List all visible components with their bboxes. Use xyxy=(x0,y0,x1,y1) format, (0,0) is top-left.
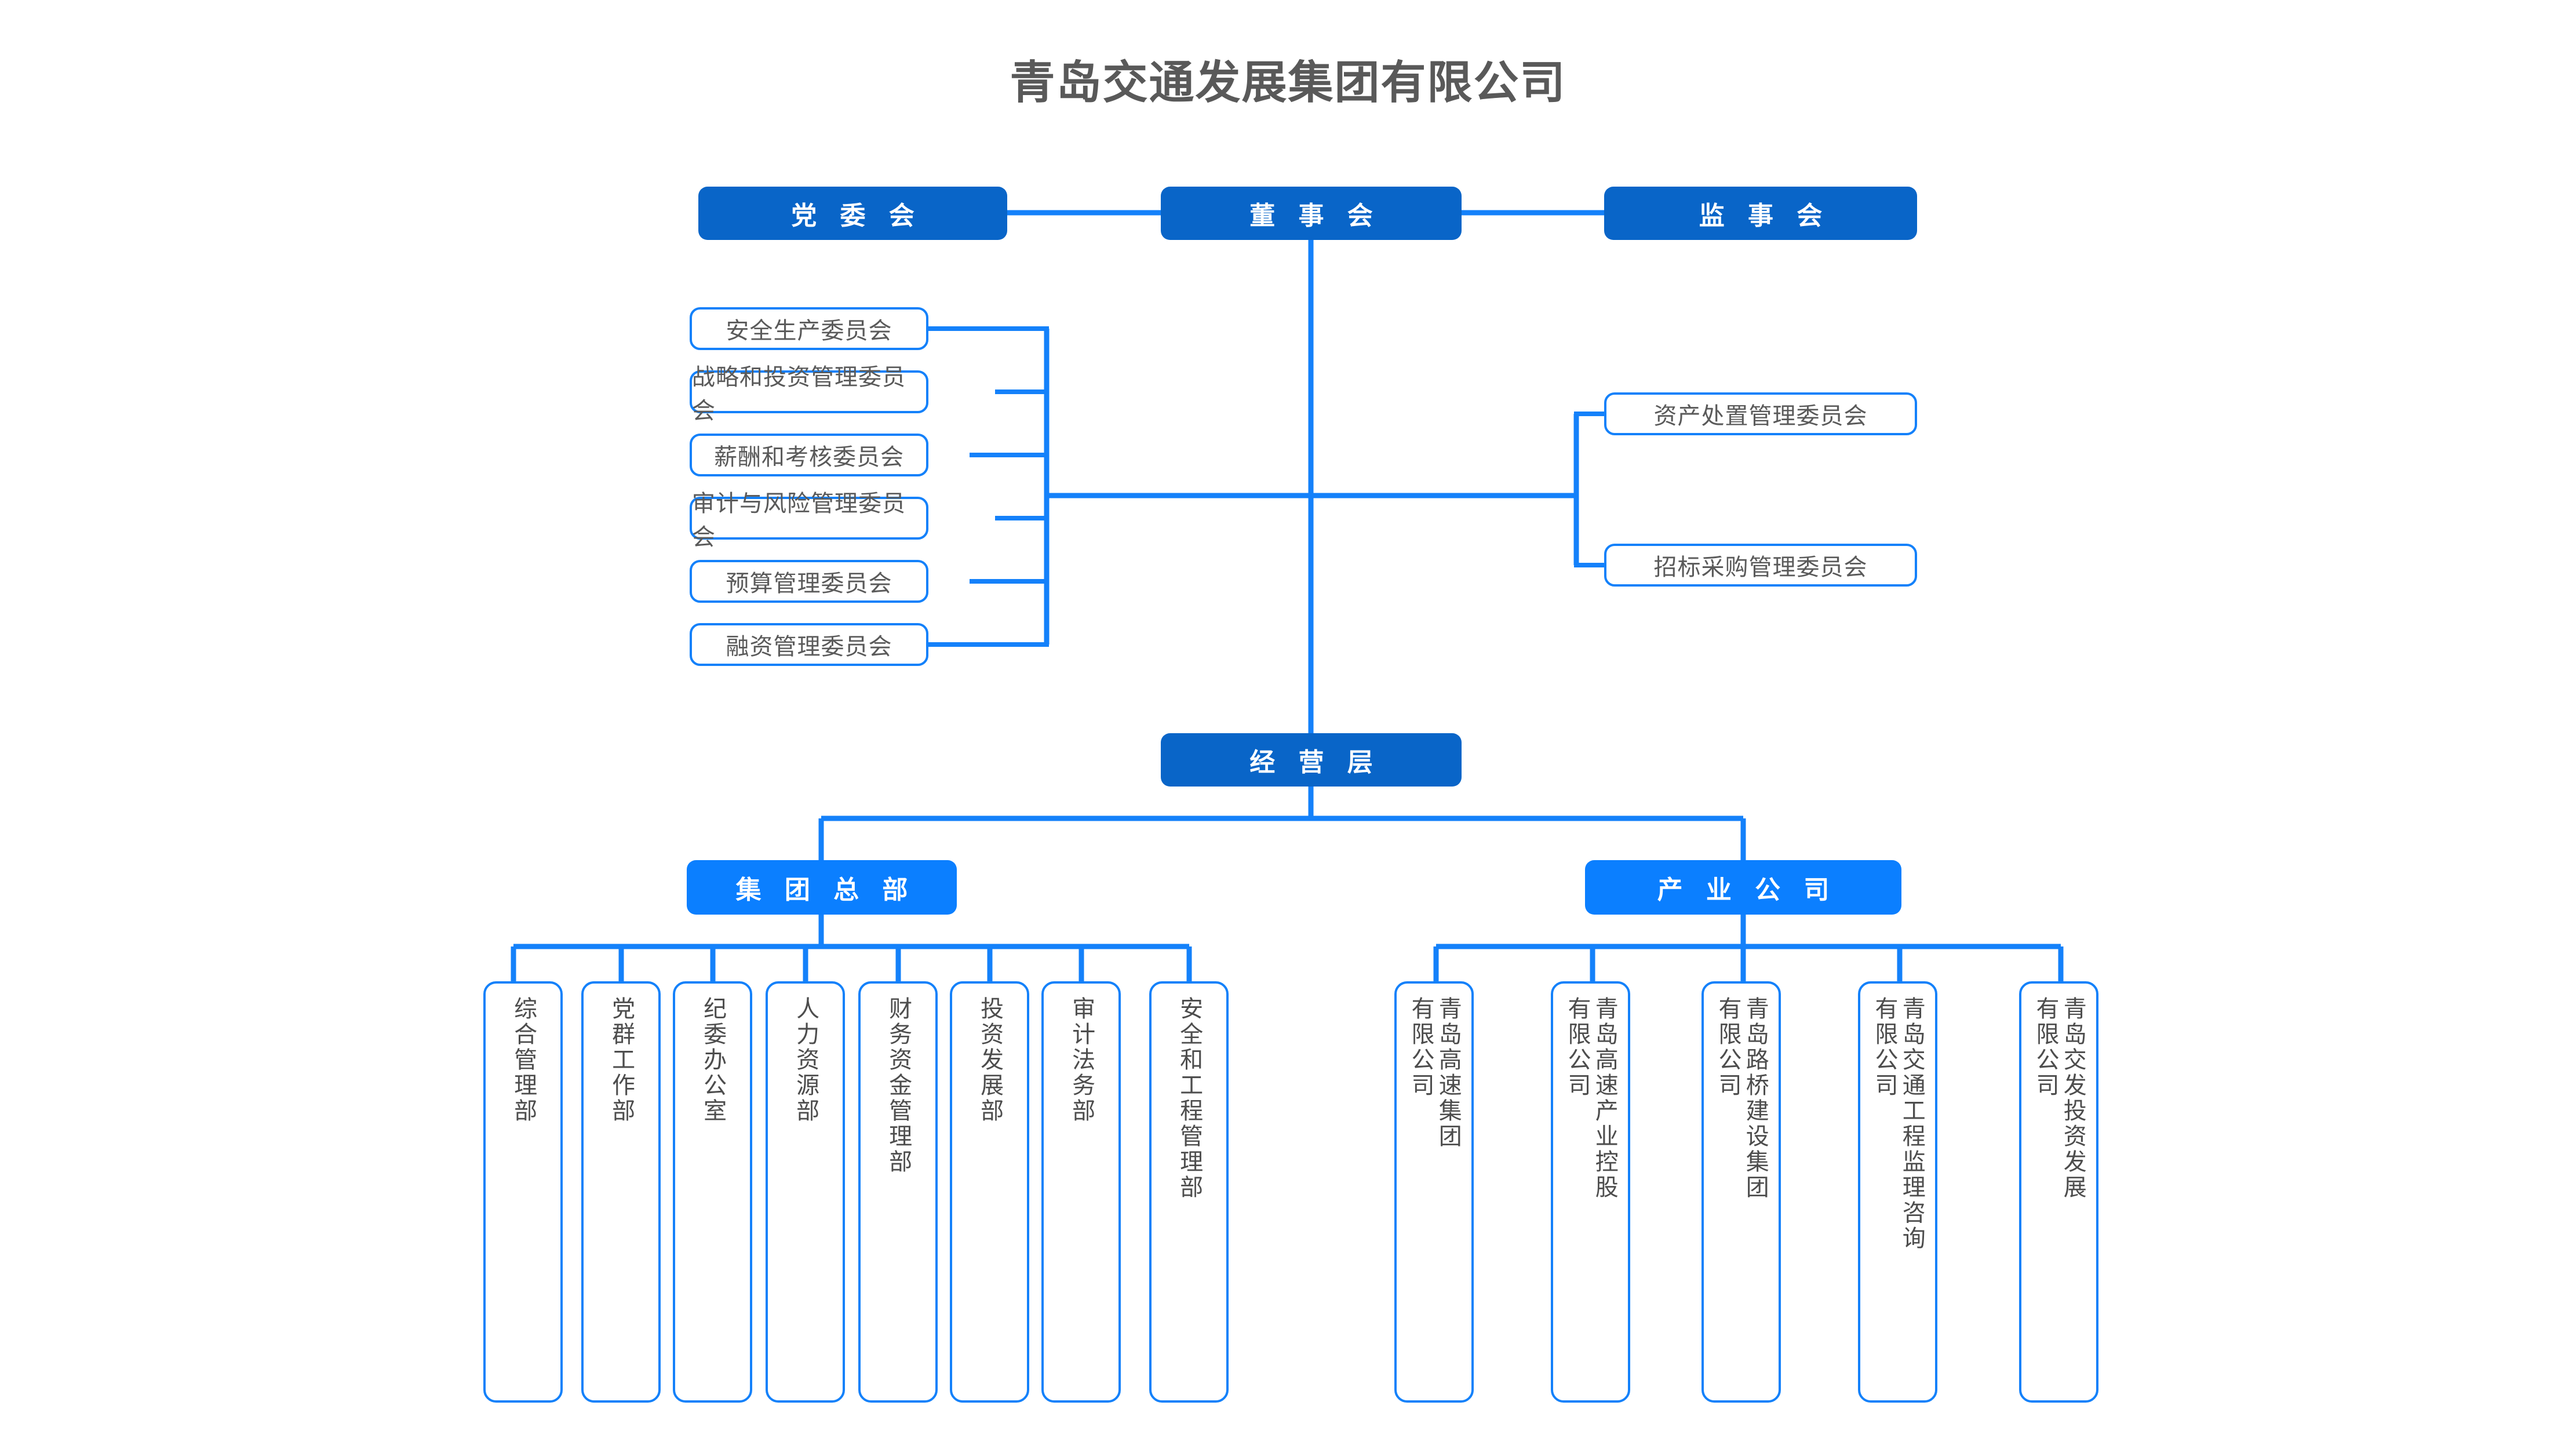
committee-strategy-investment[interactable]: 战略和投资管理委员会 xyxy=(690,365,928,424)
node-label-col-right: 有限公司 xyxy=(2032,996,2058,1098)
committee-tender-procurement[interactable]: 招标采购管理委员会 xyxy=(1604,544,1917,587)
committee-financing-management[interactable]: 融资管理委员会 xyxy=(690,623,928,666)
company-qingdao-expressway-industrial-holding[interactable]: 有限公司 青岛高速产业控股 xyxy=(1551,981,1630,1403)
node-label: 产 业 公 司 xyxy=(1657,876,1838,904)
node-label: 投资发展部 xyxy=(977,996,1003,1124)
department-party-mass-work[interactable]: 党群工作部 xyxy=(581,981,661,1403)
committee-asset-disposal[interactable]: 资产处置管理委员会 xyxy=(1604,392,1917,435)
company-qingdao-transport-engineering-supervision-consulting[interactable]: 有限公司 青岛交通工程监理咨询 xyxy=(1858,981,1937,1403)
node-label-col-left: 青岛交发投资发展 xyxy=(2060,996,2086,1200)
node-label-col-left: 青岛高速产业控股 xyxy=(1591,996,1617,1200)
department-investment-development[interactable]: 投资发展部 xyxy=(950,981,1029,1403)
node-label: 经 营 层 xyxy=(1249,748,1381,777)
node-label: 纪委办公室 xyxy=(700,996,726,1124)
node-label: 财务资金管理部 xyxy=(886,996,912,1175)
node-label-col-left: 青岛路桥建设集团 xyxy=(1742,996,1768,1200)
node-label: 党群工作部 xyxy=(609,996,635,1124)
node-board-of-directors[interactable]: 董 事 会 xyxy=(1161,187,1462,240)
department-human-resources[interactable]: 人力资源部 xyxy=(766,981,845,1403)
department-audit-legal-affairs[interactable]: 审计法务部 xyxy=(1041,981,1121,1403)
node-label: 资产处置管理委员会 xyxy=(1653,403,1868,429)
node-label-col-right: 有限公司 xyxy=(1564,996,1590,1098)
node-party-committee[interactable]: 党 委 会 xyxy=(698,187,1007,240)
committee-compensation-appraisal[interactable]: 薪酬和考核委员会 xyxy=(690,434,928,476)
company-qingdao-road-bridge-construction-group[interactable]: 有限公司 青岛路桥建设集团 xyxy=(1701,981,1781,1403)
node-group-headquarters[interactable]: 集 团 总 部 xyxy=(687,860,957,915)
node-label-col-left: 青岛交通工程监理咨询 xyxy=(1899,996,1925,1251)
page-title: 青岛交通发展集团有限公司 xyxy=(1010,57,1566,108)
node-label: 审计与风险管理委员会 xyxy=(692,491,906,550)
node-label: 监 事 会 xyxy=(1699,202,1831,230)
node-label: 预算管理委员会 xyxy=(726,571,892,596)
node-label: 审计法务部 xyxy=(1069,996,1095,1124)
node-label: 综合管理部 xyxy=(511,996,537,1124)
department-discipline-inspection-office[interactable]: 纪委办公室 xyxy=(673,981,752,1403)
node-label: 战略和投资管理委员会 xyxy=(692,365,906,424)
node-label: 集 团 总 部 xyxy=(735,876,916,904)
company-qingdao-jiaofa-investment-development[interactable]: 有限公司 青岛交发投资发展 xyxy=(2019,981,2098,1403)
node-label-col-right: 有限公司 xyxy=(1871,996,1897,1098)
node-label: 融资管理委员会 xyxy=(726,634,892,660)
department-finance-funds-management[interactable]: 财务资金管理部 xyxy=(858,981,938,1403)
node-label: 招标采购管理委员会 xyxy=(1653,555,1868,580)
node-supervisory-board[interactable]: 监 事 会 xyxy=(1604,187,1917,240)
company-qingdao-expressway-group[interactable]: 有限公司 青岛高速集团 xyxy=(1394,981,1474,1403)
committee-budget-management[interactable]: 预算管理委员会 xyxy=(690,560,928,603)
committee-safety-production[interactable]: 安全生产委员会 xyxy=(690,307,928,350)
node-label-col-left: 青岛高速集团 xyxy=(1435,996,1461,1149)
node-label-col-right: 有限公司 xyxy=(1408,996,1434,1098)
department-safety-engineering-management[interactable]: 安全和工程管理部 xyxy=(1149,981,1229,1403)
node-label: 人力资源部 xyxy=(793,996,819,1124)
node-label-col-right: 有限公司 xyxy=(1715,996,1741,1098)
node-label: 党 委 会 xyxy=(791,202,923,230)
node-label: 薪酬和考核委员会 xyxy=(714,445,904,470)
node-label: 安全和工程管理部 xyxy=(1176,996,1203,1200)
node-label: 董 事 会 xyxy=(1249,202,1381,230)
node-operating-layer[interactable]: 经 营 层 xyxy=(1161,733,1462,787)
department-general-management[interactable]: 综合管理部 xyxy=(483,981,563,1403)
node-industry-companies[interactable]: 产 业 公 司 xyxy=(1585,860,1901,915)
committee-audit-risk[interactable]: 审计与风险管理委员会 xyxy=(690,491,928,550)
node-label: 安全生产委员会 xyxy=(726,318,892,344)
